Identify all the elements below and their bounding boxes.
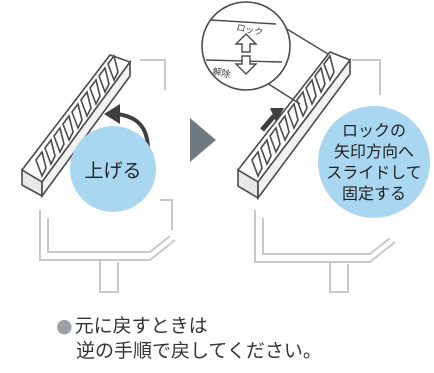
lock-detail (205, 19, 283, 75)
instruction-figure: ロック 解除 上げる ロックの 矢印方向へ スライドして 固定する (20, 1, 430, 293)
lift-arrow-head (104, 104, 120, 124)
next-step-arrow (190, 118, 216, 162)
right-rack-wire (254, 59, 396, 293)
lock-bubble: ロックの 矢印方向へ スライドして 固定する (318, 106, 430, 218)
lift-bubble-label: 上げる (84, 159, 142, 182)
left-rack-wire (39, 59, 176, 293)
right-tines-holder (236, 51, 352, 201)
slide-arrow (260, 114, 276, 132)
bullet-icon: ● (56, 315, 73, 337)
slide-arrow-head (270, 108, 284, 122)
lock-bubble-line-4: 固定する (341, 184, 406, 203)
rack-illustration: ロック 解除 (20, 1, 396, 293)
lift-bubble: 上げる (70, 126, 156, 212)
note-line-1: 元に戻すときは (74, 315, 208, 337)
lock-bubble-line-2: 矢印方向へ (333, 142, 414, 161)
note-line-2: 逆の手順で戻してください。 (76, 340, 322, 362)
lock-bubble-line-1: ロックの (341, 121, 406, 140)
restore-note: ●元に戻すときは 逆の手順で戻してください。 (56, 314, 322, 364)
left-tines-holder (20, 54, 132, 199)
release-label: 解除 (211, 65, 231, 80)
lock-bubble-line-3: スライドして (326, 163, 422, 182)
